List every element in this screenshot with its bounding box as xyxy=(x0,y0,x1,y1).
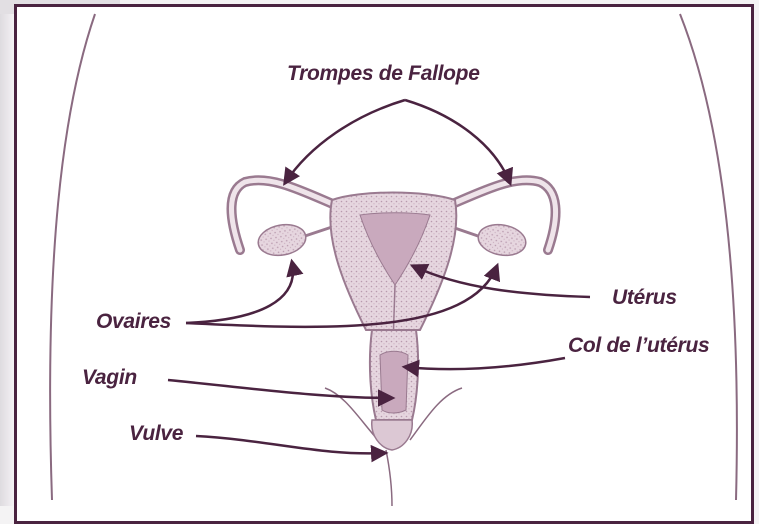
arrow-cervix xyxy=(405,358,565,369)
label-vulva: Vulve xyxy=(129,422,183,446)
body-outline-right xyxy=(680,14,737,500)
label-fallopian-tubes: Trompes de Fallope xyxy=(287,62,480,86)
thigh-right xyxy=(410,388,462,440)
label-vagina: Vagin xyxy=(82,366,137,390)
arrow-vulva xyxy=(196,436,385,453)
leg-divide xyxy=(386,450,392,506)
body-outline-left xyxy=(50,14,95,500)
label-ovaries: Ovaires xyxy=(96,310,171,334)
label-uterus: Utérus xyxy=(612,286,677,310)
ovary-right xyxy=(476,221,528,259)
label-cervix: Col de l’utérus xyxy=(568,334,709,358)
ovary-left xyxy=(256,221,308,259)
arrow-vagina xyxy=(168,380,392,398)
arrow-ovary-left xyxy=(186,262,293,323)
arrow-tube-left xyxy=(285,100,405,183)
vulva xyxy=(372,420,413,450)
arrow-tube-right xyxy=(405,100,510,183)
